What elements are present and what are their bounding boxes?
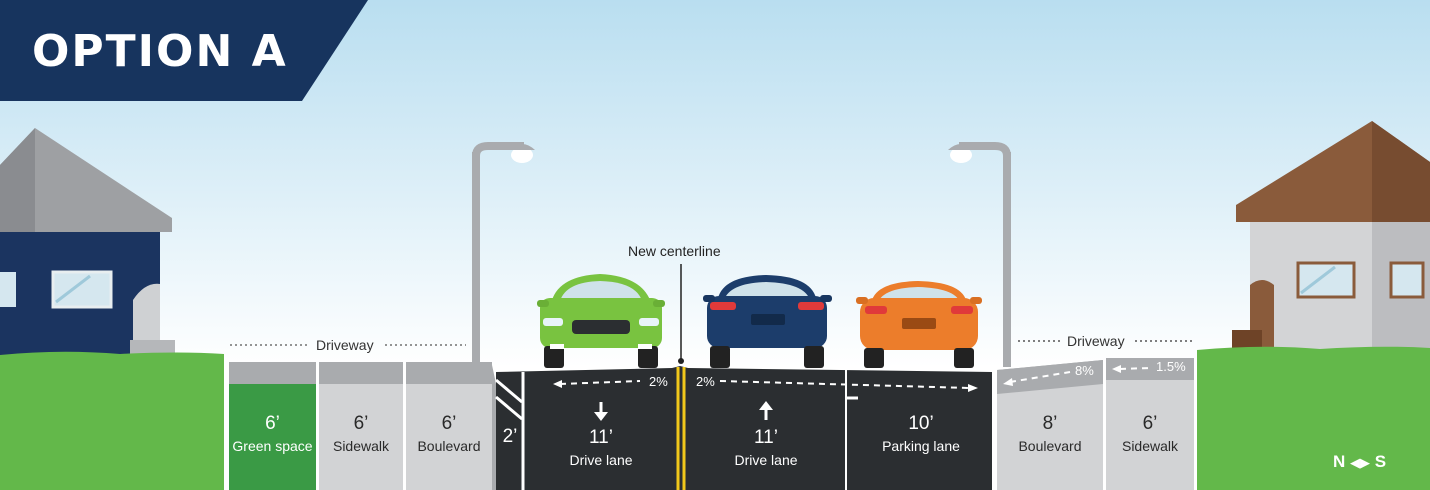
segment-drive-lane-southbound: 11’ Drive lane bbox=[569, 427, 633, 468]
slope-right-lane: 2% bbox=[696, 374, 715, 389]
slope-sidewalk: 1.5% bbox=[1156, 359, 1186, 374]
title-banner bbox=[0, 0, 368, 101]
green-car bbox=[537, 274, 665, 368]
left-sidewalk-area bbox=[229, 362, 496, 490]
segment-boulevard-right: 8’ Boulevard bbox=[1018, 413, 1082, 454]
driveway-right-label: Driveway bbox=[1067, 333, 1125, 349]
street-light-right bbox=[948, 142, 1011, 367]
driveway-left-label: Driveway bbox=[316, 337, 374, 353]
segment-parking-lane: 10’ Parking lane bbox=[882, 413, 960, 454]
slope-left-lane: 2% bbox=[649, 374, 668, 389]
right-sidewalk-area bbox=[997, 358, 1194, 490]
page-title: OPTION A bbox=[32, 26, 288, 77]
segment-sidewalk-left: 6’ Sidewalk bbox=[332, 413, 390, 454]
left-house bbox=[0, 128, 175, 357]
right-lawn bbox=[1197, 346, 1430, 490]
left-lawn bbox=[0, 351, 224, 490]
segment-buffer: 2’ bbox=[502, 426, 518, 447]
arrow-right-icon: ▶ bbox=[1360, 455, 1371, 470]
compass: N ◀▶ S bbox=[1333, 452, 1387, 471]
green-space-strip bbox=[229, 384, 316, 490]
street-light-left bbox=[472, 142, 535, 364]
segment-drive-lane-northbound: 11’ Drive lane bbox=[734, 427, 798, 468]
segment-green-space: 6’ Green space bbox=[232, 413, 313, 454]
centerline-label: New centerline bbox=[628, 243, 721, 259]
slope-boulevard: 8% bbox=[1075, 363, 1094, 378]
orange-car bbox=[856, 281, 982, 368]
segment-boulevard-left: 6’ Boulevard bbox=[417, 413, 481, 454]
roadway bbox=[495, 366, 992, 490]
segment-sidewalk-right: 6’ Sidewalk bbox=[1121, 413, 1179, 454]
southbound-arrow-icon bbox=[594, 402, 608, 421]
right-house bbox=[1232, 121, 1430, 350]
arrow-left-icon: ◀ bbox=[1350, 455, 1361, 470]
blue-car bbox=[703, 275, 832, 368]
northbound-arrow-icon bbox=[759, 401, 773, 420]
